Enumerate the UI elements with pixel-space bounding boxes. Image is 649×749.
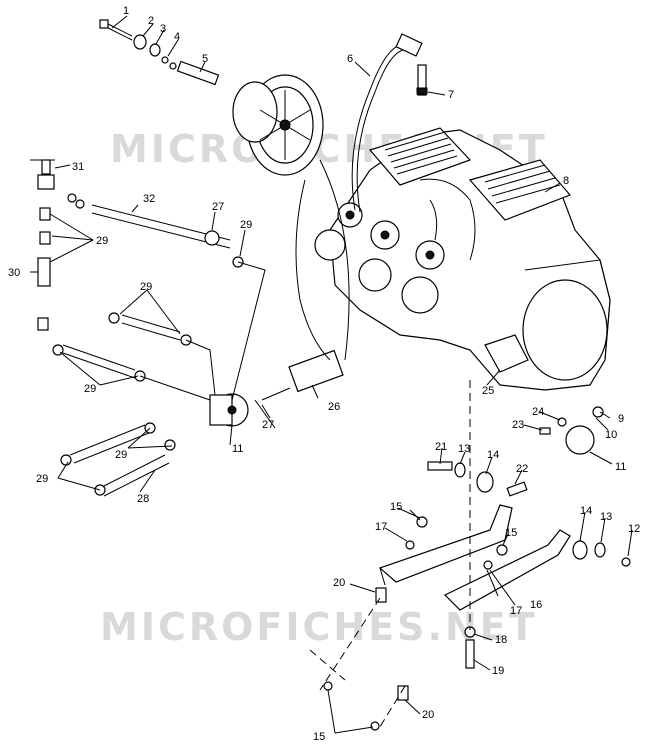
spark-plug <box>417 64 427 96</box>
callout-14-top: 14 <box>487 449 499 461</box>
fuel-filter <box>30 159 85 331</box>
callout-29-filter: 29 <box>96 235 108 247</box>
long-bolt <box>465 639 475 669</box>
engine-mount-right <box>539 406 604 455</box>
callout-17-left: 17 <box>375 521 387 533</box>
callout-9: 9 <box>618 413 624 425</box>
callout-2: 2 <box>148 15 154 27</box>
callout-21: 21 <box>435 441 447 453</box>
callout-5: 5 <box>202 53 208 65</box>
callout-25: 25 <box>482 385 494 397</box>
callout-4: 4 <box>174 31 180 43</box>
drive-clutch <box>232 74 324 176</box>
callout-13-right: 13 <box>600 511 612 523</box>
callout-15-mid: 15 <box>505 527 517 539</box>
watermark-bottom: MICROFICHES.NET <box>100 605 538 649</box>
callout-6: 6 <box>347 53 353 65</box>
callout-14-right: 14 <box>580 505 592 517</box>
callout-23: 23 <box>512 419 524 431</box>
callout-10: 10 <box>605 429 617 441</box>
callout-3: 3 <box>160 23 166 35</box>
callout-15-bottom: 15 <box>313 731 325 743</box>
callout-16: 16 <box>530 599 542 611</box>
sensor-box <box>288 349 344 393</box>
callout-22: 22 <box>516 463 528 475</box>
callout-13-top: 13 <box>458 443 470 455</box>
callout-20-upper: 20 <box>333 577 345 589</box>
spark-plug-lead <box>351 44 401 211</box>
mount-plate <box>484 334 529 373</box>
callout-29-bottom: 29 <box>36 473 48 485</box>
callout-12: 12 <box>628 523 640 535</box>
callout-32: 32 <box>143 193 155 205</box>
callout-11-left: 11 <box>232 443 243 455</box>
callout-29-clamp: 29 <box>240 219 252 231</box>
callout-1: 1 <box>123 5 129 17</box>
callout-29-upper: 29 <box>140 281 152 293</box>
callout-8: 8 <box>563 175 569 187</box>
callout-24: 24 <box>532 406 544 418</box>
callout-27-top: 27 <box>212 201 224 213</box>
engine-block <box>314 127 611 391</box>
callout-30: 30 <box>8 267 20 279</box>
callout-31: 31 <box>72 161 84 173</box>
callout-26: 26 <box>328 401 340 413</box>
fuel-pump <box>209 393 249 427</box>
callout-11-right: 11 <box>615 461 626 473</box>
front-mount-bracket <box>378 504 571 611</box>
callout-7: 7 <box>448 89 454 101</box>
callout-20-lower: 20 <box>422 709 434 721</box>
callout-27-bottom: 27 <box>262 419 274 431</box>
callout-19: 19 <box>492 665 504 677</box>
callout-28: 28 <box>137 493 149 505</box>
callout-17-right: 17 <box>510 605 522 617</box>
callout-29-lower: 29 <box>115 449 127 461</box>
spacer-tube <box>176 60 220 86</box>
clutch-bolt-stack <box>99 19 177 70</box>
callout-29-middle: 29 <box>84 383 96 395</box>
callout-18: 18 <box>495 634 507 646</box>
callout-15-top: 15 <box>390 501 402 513</box>
